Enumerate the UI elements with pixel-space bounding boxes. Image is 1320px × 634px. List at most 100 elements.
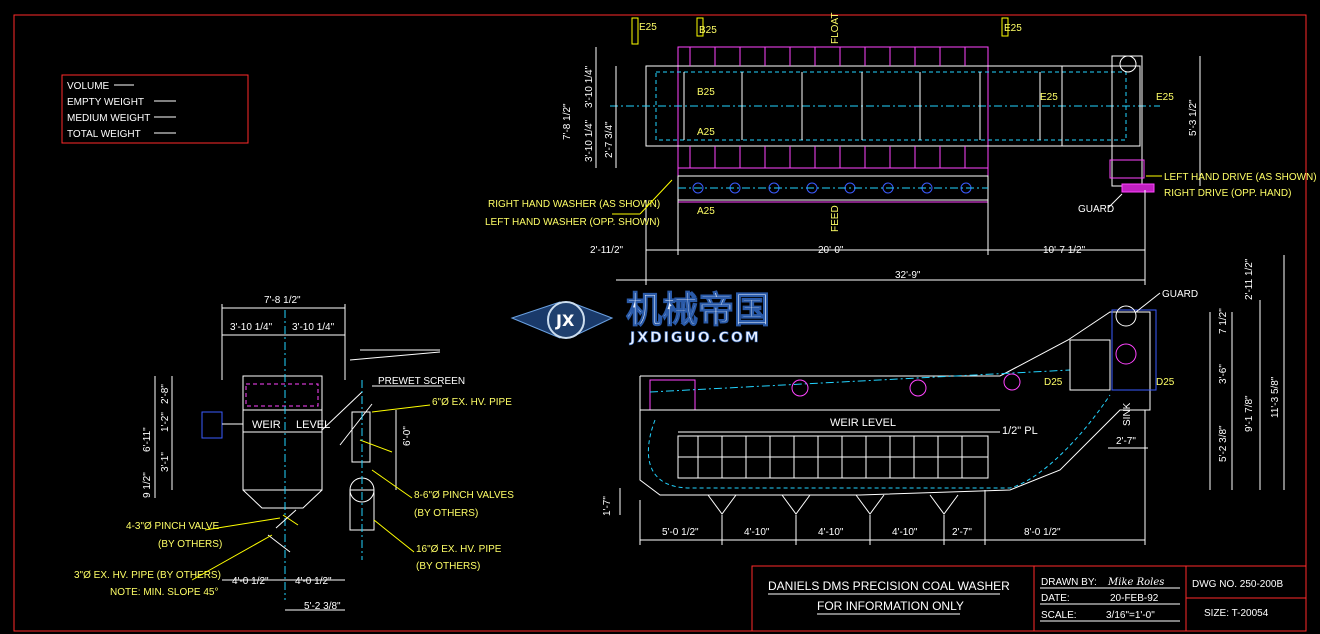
legend-medium-weight: MEDIUM WEIGHT <box>67 113 150 124</box>
side-dim-right-g: 2'-11 1/2" <box>1244 258 1255 300</box>
end-dim-half-left: 3'-10 1/4" <box>230 322 273 333</box>
plan-head-section <box>1061 65 1141 147</box>
title-drawn-by: Mike Roles <box>1107 577 1164 588</box>
side-chain-path <box>647 394 1111 489</box>
end-note-slope: NOTE: MIN. SLOPE 45° <box>110 587 218 598</box>
section-a25-bottom: A25 <box>697 206 715 217</box>
title-date: 20-FEB-92 <box>1110 593 1159 604</box>
title-block: DANIELS DMS PRECISION COAL WASHER FOR IN… <box>751 565 1307 632</box>
note-guard-plan: GUARD <box>1078 204 1114 215</box>
legend-empty-weight: EMPTY WEIGHT <box>67 97 144 108</box>
side-dim-left-h: 1'-7" <box>602 496 613 516</box>
float-label: FLOAT <box>830 13 841 44</box>
note-right-drive: RIGHT DRIVE (OPP. HAND) <box>1164 188 1291 199</box>
side-plate: 1/2" PL <box>1002 425 1038 437</box>
note-left-drive: LEFT HAND DRIVE (AS SHOWN) <box>1164 172 1317 183</box>
section-e25-top-right: E25 <box>1004 23 1022 34</box>
side-d25-b: D25 <box>1156 377 1175 388</box>
section-b25-mid: B25 <box>697 87 715 98</box>
dim-width-upper: 2'-7 3/4" <box>604 121 615 158</box>
side-dim-bottom-3: 4'-10" <box>892 527 918 538</box>
end-tank-body <box>242 409 323 491</box>
section-b25-top: B25 <box>699 25 717 36</box>
title-size: SIZE: T-20054 <box>1204 608 1269 619</box>
end-dim-half-right: 3'-10 1/4" <box>292 322 335 333</box>
legend-total-weight: TOTAL WEIGHT <box>67 129 141 140</box>
end-dim-h2: 1'-2" <box>160 412 171 432</box>
dim-width-half-b: 3'-10 1/4" <box>584 119 595 162</box>
end-pipe6: 6"Ø EX. HV. PIPE <box>432 397 512 408</box>
section-e25-right: E25 <box>1156 92 1174 103</box>
watermark-badge-letters: JX <box>555 311 575 330</box>
end-by-others-1: (BY OTHERS) <box>414 508 478 519</box>
dim-left-offset: 2'-11/2" <box>590 245 624 256</box>
side-view: WEIR LEVEL 1/2" PL GUARD SINK D25 D25 5'… <box>602 255 1285 545</box>
dim-width-half-a: 3'-10 1/4" <box>584 65 595 108</box>
end-pinch4: 4-3"Ø PINCH VALVE <box>126 521 220 532</box>
gear-icon <box>547 301 585 339</box>
side-dim-right-e: 9'-1 7/8" <box>1244 395 1255 432</box>
legend: VOLUME EMPTY WEIGHT MEDIUM WEIGHT TOTAL … <box>61 74 249 144</box>
end-dim-top-width: 7'-8 1/2" <box>264 295 301 306</box>
end-view: WEIR LEVEL 7'-8 1/2" 3'-10 1/4" 3'-10 1/… <box>74 295 514 612</box>
dim-width-right: 5'-3 1/2" <box>1188 99 1199 136</box>
end-weir: WEIR <box>252 419 281 431</box>
title-subtitle: FOR INFORMATION ONLY <box>817 599 964 613</box>
end-dim-pipe-height: 6'-0" <box>402 426 413 446</box>
section-e25-mid: E25 <box>1040 92 1058 103</box>
side-dim-right-f: 11'-3 5/8" <box>1270 376 1281 418</box>
side-dim-bottom-4: 2'-7" <box>952 527 972 538</box>
side-dim-right-b: 5'-2 3/8" <box>1218 425 1229 462</box>
watermark-cn: 机械帝国 <box>626 290 770 331</box>
dim-drive-length: 10'-7 1/2" <box>1043 245 1086 256</box>
watermark: JX 机械帝国 JXDIGUO.COM <box>510 290 771 346</box>
watermark-en: JXDIGUO.COM <box>629 330 761 346</box>
legend-volume: VOLUME <box>67 81 110 92</box>
dim-tank-length: 20'-0" <box>818 245 844 256</box>
plan-view: E25 B25 FLOAT E25 <box>485 13 1317 285</box>
side-dim-bottom-1: 4'-10" <box>744 527 770 538</box>
dim-width-total: 7'-8 1/2" <box>562 103 573 140</box>
note-left-hand: LEFT HAND WASHER (OPP. SHOWN) <box>485 217 660 228</box>
section-e25-top-left: E25 <box>639 22 657 33</box>
end-pipe16: 16"Ø EX. HV. PIPE <box>416 544 502 555</box>
end-dim-h1: 2'-8" <box>160 384 171 404</box>
section-a25-mid: A25 <box>697 127 715 138</box>
title-scale: 3/16"=1'-0" <box>1106 610 1155 621</box>
sheet-border <box>13 14 1307 632</box>
side-dim-bottom-0: 5'-0 1/2" <box>662 527 699 538</box>
side-guard: GUARD <box>1162 289 1198 300</box>
end-pinch8: 8-6"Ø PINCH VALVES <box>414 490 514 501</box>
feed-label: FEED <box>830 205 841 232</box>
title-dwg-no: DWG NO. 250-200B <box>1192 579 1283 590</box>
end-dim-bottom-left: 4'-0 1/2" <box>232 576 269 587</box>
end-dim-bottom-total: 5'-2 3/8" <box>304 601 341 612</box>
end-dim-h4: 9 1/2" <box>142 472 153 498</box>
title-scale-label: SCALE: <box>1041 610 1077 621</box>
plan-drive <box>1111 55 1143 187</box>
side-weir-level: WEIR LEVEL <box>830 417 896 429</box>
side-tank-outline <box>639 311 1151 496</box>
end-dim-h3: 3'-1" <box>160 452 171 472</box>
side-d25-a: D25 <box>1044 377 1063 388</box>
end-by-others-2: (BY OTHERS) <box>158 539 222 550</box>
dim-overall-length: 32'-9" <box>895 270 921 281</box>
legend-box <box>61 74 249 144</box>
title-date-label: DATE: <box>1041 593 1070 604</box>
side-dim-right-a: 2'-7" <box>1116 436 1136 447</box>
side-dim-bottom-2: 4'-10" <box>818 527 844 538</box>
side-dim-right-c: 3'-6" <box>1218 364 1229 384</box>
end-by-others-3: (BY OTHERS) <box>416 561 480 572</box>
side-dim-bottom-5: 8'-0 1/2" <box>1024 527 1061 538</box>
side-dim-right-d: 7 1/2" <box>1218 308 1229 334</box>
side-sink: SINK <box>1122 402 1133 426</box>
end-level: LEVEL <box>296 419 330 431</box>
end-dim-height-total: 6'-11" <box>142 427 153 452</box>
end-prewet-screen: PREWET SCREEN <box>378 376 465 387</box>
note-right-hand: RIGHT HAND WASHER (AS SHOWN) <box>488 199 660 210</box>
end-dim-bottom-right: 4'-0 1/2" <box>295 576 332 587</box>
title-drawn-by-label: DRAWN BY: <box>1041 577 1097 588</box>
end-pipe3: 3"Ø EX. HV. PIPE (BY OTHERS) <box>74 570 221 581</box>
title-main: DANIELS DMS PRECISION COAL WASHER <box>768 579 1010 593</box>
